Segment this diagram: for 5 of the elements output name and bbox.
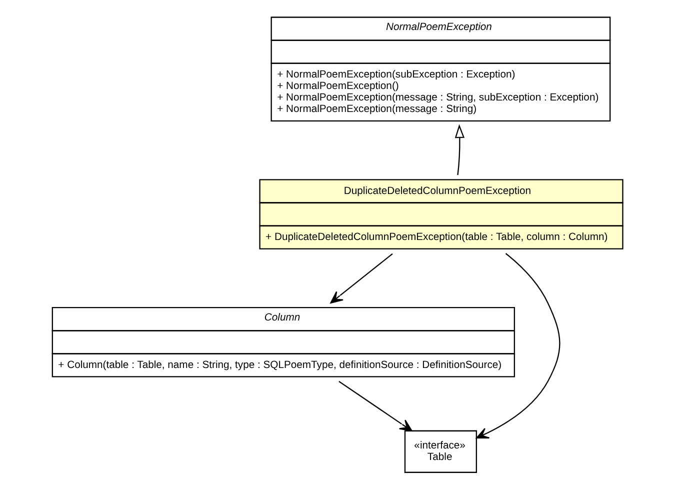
arrow — [330, 253, 392, 304]
node-box: «interface» Table — [404, 430, 476, 473]
arrow — [454, 124, 464, 176]
arrow — [476, 253, 560, 439]
arrow — [338, 380, 412, 432]
